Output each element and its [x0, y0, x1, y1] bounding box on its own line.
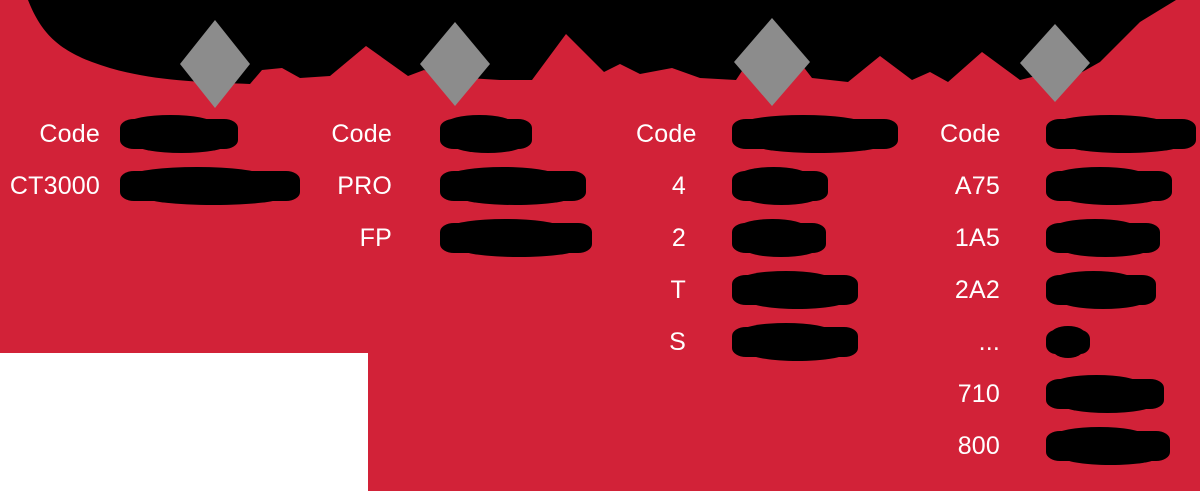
- table-header-row: Code: [636, 108, 898, 160]
- code-value: T: [670, 275, 686, 304]
- redaction-block: [1046, 271, 1156, 309]
- white-cutout-block: [0, 353, 368, 491]
- redaction-block: [440, 219, 592, 257]
- table-row: A75: [940, 160, 1196, 212]
- row-value: [692, 271, 858, 309]
- banner-red-silhouette: [0, 0, 1200, 115]
- row-value: [692, 167, 828, 205]
- column-header-value: [1006, 115, 1196, 153]
- column-header-value: [106, 115, 238, 153]
- code-value: FP: [359, 223, 392, 252]
- redaction-block: [1046, 167, 1172, 205]
- table-row: 710: [940, 368, 1196, 420]
- code-value: 2: [671, 223, 686, 252]
- column-header-code: Code: [636, 119, 697, 148]
- code-column-3: Code 4 2 T S: [636, 108, 898, 368]
- row-value: [398, 219, 592, 257]
- table-row: T: [636, 264, 898, 316]
- row-value: [692, 323, 858, 361]
- redaction-block: [1046, 375, 1164, 413]
- table-row: 2A2: [940, 264, 1196, 316]
- table-row: ...: [940, 316, 1196, 368]
- redaction-block: [120, 167, 300, 205]
- redaction-block: [732, 323, 858, 361]
- redaction-block: [1046, 219, 1160, 257]
- row-value: [1006, 219, 1160, 257]
- table-row: 800: [940, 420, 1196, 472]
- redaction-block: [1046, 326, 1090, 358]
- table-header-row: Code: [330, 108, 592, 160]
- redaction-block: [732, 115, 898, 153]
- banner-diamond-icon-1: [180, 20, 250, 108]
- table-row: 1A5: [940, 212, 1196, 264]
- row-value: [692, 219, 826, 257]
- redaction-block: [732, 219, 826, 257]
- code-value: 1A5: [954, 223, 1000, 252]
- redaction-block: [732, 271, 858, 309]
- code-value: PRO: [337, 171, 392, 200]
- row-value: [1006, 326, 1090, 358]
- top-banner-graphic: [0, 0, 1200, 115]
- row-value: [1006, 271, 1156, 309]
- code-value: CT3000: [9, 171, 100, 200]
- row-value: [1006, 167, 1172, 205]
- code-column-1: Code CT3000: [0, 108, 300, 212]
- table-row: 2: [636, 212, 898, 264]
- table-row: CT3000: [0, 160, 300, 212]
- code-column-2: Code PRO FP: [330, 108, 592, 264]
- column-header-code: Code: [331, 119, 392, 148]
- code-value: 2A2: [954, 275, 1000, 304]
- banner-diamond-icon-3: [734, 18, 810, 106]
- row-value: [1006, 375, 1164, 413]
- row-value: [106, 167, 300, 205]
- code-value: ...: [978, 327, 1000, 356]
- table-row: FP: [330, 212, 592, 264]
- table-row: 4: [636, 160, 898, 212]
- redaction-block: [732, 167, 828, 205]
- column-header-code: Code: [940, 119, 1001, 148]
- table-header-row: Code: [0, 108, 300, 160]
- table-row: S: [636, 316, 898, 368]
- code-value: A75: [954, 171, 1000, 200]
- row-value: [398, 167, 586, 205]
- row-value: [1006, 427, 1170, 465]
- code-value: 710: [957, 379, 1000, 408]
- redaction-block: [440, 167, 586, 205]
- column-header-value: [398, 115, 532, 153]
- column-header-code: Code: [39, 119, 100, 148]
- table-header-row: Code: [940, 108, 1196, 160]
- code-value: 4: [671, 171, 686, 200]
- code-column-4: Code A75 1A5 2A2 ...: [940, 108, 1196, 472]
- redaction-block: [1046, 115, 1196, 153]
- redaction-block: [440, 115, 532, 153]
- column-header-value: [692, 115, 898, 153]
- code-value: S: [669, 327, 686, 356]
- redaction-block: [1046, 427, 1170, 465]
- banner-black-base: [0, 0, 1200, 115]
- banner-diamond-icon-2: [420, 22, 490, 106]
- code-value: 800: [957, 431, 1000, 460]
- banner-diamond-icon-4: [1020, 24, 1090, 102]
- redaction-block: [120, 115, 238, 153]
- table-row: PRO: [330, 160, 592, 212]
